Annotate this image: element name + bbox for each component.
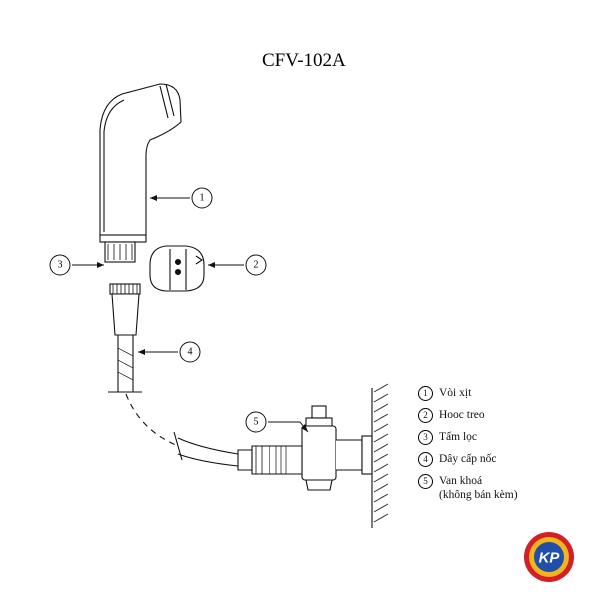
legend-label-main: Van khoá [439,475,483,487]
kp-logo: KP [524,532,574,582]
legend-item: 3 Tấm lọc [418,430,568,445]
legend-number: 5 [418,474,433,489]
callout-4-number: 4 [188,347,193,358]
logo-text: KP [539,550,561,567]
shutoff-valve [270,405,373,491]
logo-inner-disc [534,542,564,572]
legend-number: 1 [418,386,433,401]
callout-3-number: 3 [58,260,63,271]
callout-1: 1 [150,187,213,209]
legend-item: 5 Van khoá (không bán kèm) [418,474,568,502]
legend-label-note: (không bán kèm) [439,489,518,501]
callout-5: 5 [245,411,309,433]
legend-label: Van khoá (không bán kèm) [439,474,518,502]
callout-5-number: 5 [254,417,259,428]
callout-4: 4 [138,341,201,363]
legend-item: 2 Hooc treo [418,408,568,423]
legend-item: 4 Dây cấp nốc [418,452,568,467]
legend-label: Hooc treo [439,409,485,421]
legend-item: 1 Vòi xịt [418,386,568,401]
legend-label: Tấm lọc [439,431,477,443]
spray-head [99,83,182,263]
wall-hanger [149,245,205,292]
callout-2: 2 [208,254,267,276]
legend-label: Dây cấp nốc [439,453,497,465]
parts-legend: 1 Vòi xịt 2 Hooc treo 3 Tấm lọc 4 Dây cấ… [418,386,568,509]
legend-number: 2 [418,408,433,423]
callout-2-number: 2 [254,260,259,271]
callout-3: 3 [49,254,104,276]
hose [108,335,271,475]
diagram-title: CFV-102A [262,50,346,71]
wall [371,383,389,528]
legend-label: Vòi xịt [439,387,472,399]
filter-nut [109,283,141,336]
legend-number: 3 [418,430,433,445]
legend-number: 4 [418,452,433,467]
callout-1-number: 1 [200,193,205,204]
